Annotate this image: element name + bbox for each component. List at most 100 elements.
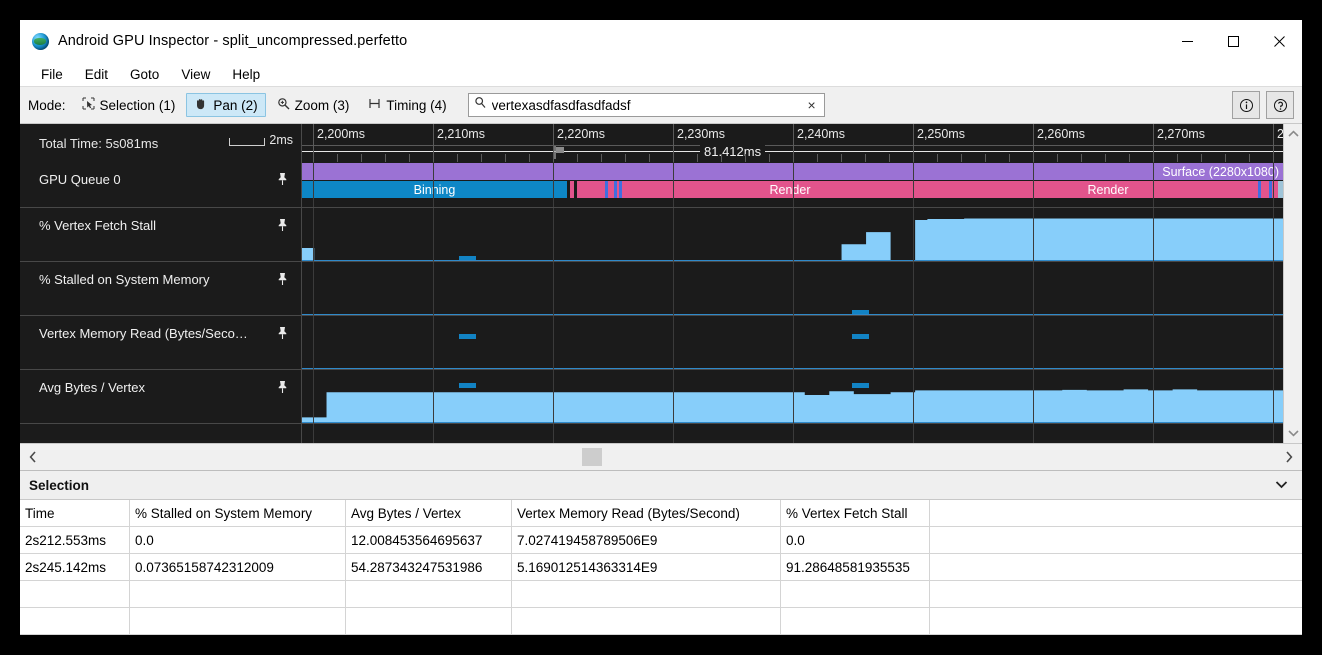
search-clear-icon[interactable]: × <box>807 97 816 113</box>
timeline-horizontal-scrollbar[interactable] <box>20 443 1302 470</box>
selection-header[interactable]: Selection <box>20 471 1302 500</box>
track-canvas-counter[interactable] <box>302 208 1283 261</box>
track-vertex-memory-read[interactable]: Vertex Memory Read (Bytes/Seco… <box>20 316 1283 370</box>
column-header-time[interactable]: Time <box>20 500 130 527</box>
slice-render-sliver[interactable] <box>577 181 605 198</box>
track-list[interactable]: GPU Queue 0 Surface (2280x1080) Binning <box>20 162 1283 443</box>
counter-waveform[interactable] <box>302 370 1283 423</box>
mode-button-zoom[interactable]: Zoom (3) <box>269 93 358 117</box>
slice-render-1[interactable]: Render <box>622 181 958 198</box>
slice-marker[interactable] <box>619 181 622 198</box>
selected-sample-marker[interactable] <box>852 334 869 339</box>
counter-waveform[interactable] <box>302 208 1283 261</box>
slice-render-sliver[interactable] <box>617 181 619 198</box>
counter-baseline <box>302 260 1283 261</box>
chevron-down-icon[interactable] <box>1287 427 1299 439</box>
close-icon[interactable] <box>1256 20 1302 62</box>
menu-item-goto[interactable]: Goto <box>130 66 160 82</box>
column-header-vertex-fetch-stall[interactable]: % Vertex Fetch Stall <box>780 500 930 527</box>
selection-table: Time % Stalled on System Memory Avg Byte… <box>20 500 1302 635</box>
slice-render-sliver[interactable] <box>1261 181 1269 198</box>
menu-item-help[interactable]: Help <box>232 66 261 82</box>
chevron-down-icon[interactable] <box>1275 476 1288 494</box>
slice-marker[interactable] <box>605 181 608 198</box>
track-header[interactable]: Vertex Memory Read (Bytes/Seco… <box>20 316 302 369</box>
table-cell: 7.027419458789506E9 <box>511 526 781 554</box>
track-header[interactable]: Avg Bytes / Vertex <box>20 370 302 423</box>
selected-sample-marker[interactable] <box>852 310 869 315</box>
mode-button-pan[interactable]: Pan (2) <box>186 93 266 117</box>
track-canvas-slices[interactable]: Surface (2280x1080) Binning Render <box>302 162 1283 207</box>
table-row[interactable] <box>20 580 1302 608</box>
slice-render-sliver[interactable] <box>570 181 574 198</box>
ruler-minor-tick <box>601 154 602 162</box>
minimize-icon[interactable] <box>1164 20 1210 62</box>
slice-marker[interactable] <box>1269 181 1272 198</box>
menu-item-edit[interactable]: Edit <box>84 66 109 82</box>
selected-sample-marker[interactable] <box>459 383 476 388</box>
track-avg-bytes-vertex[interactable]: Avg Bytes / Vertex <box>20 370 1283 424</box>
search-input[interactable]: vertexasdfasdfasdfadsf × <box>467 93 825 117</box>
menu-item-view[interactable]: View <box>181 66 211 82</box>
column-header-stalled-memory[interactable]: % Stalled on System Memory <box>129 500 346 527</box>
slice-render-2[interactable]: Render <box>958 181 1258 198</box>
timeline-vertical-scrollbar[interactable] <box>1283 124 1302 443</box>
chevron-right-icon[interactable] <box>1276 444 1302 470</box>
pin-icon[interactable] <box>277 380 288 399</box>
pin-icon[interactable] <box>277 326 288 345</box>
slice-surface[interactable]: Surface (2280x1080) <box>302 163 1283 180</box>
table-row[interactable] <box>20 607 1302 635</box>
maximize-icon[interactable] <box>1210 20 1256 62</box>
track-gpu-queue-0[interactable]: GPU Queue 0 Surface (2280x1080) Binning <box>20 162 1283 208</box>
pin-icon[interactable] <box>277 272 288 291</box>
grid-line <box>673 370 674 423</box>
timeline-viewport[interactable]: Total Time: 5s081ms 2ms 81.412ms <box>20 124 1283 443</box>
track-vertex-fetch-stall[interactable]: % Vertex Fetch Stall <box>20 208 1283 262</box>
selected-sample-marker[interactable] <box>852 383 869 388</box>
grid-line <box>1153 370 1154 423</box>
mode-button-timing[interactable]: Timing (4) <box>360 93 454 117</box>
chevron-up-icon[interactable] <box>1287 128 1299 140</box>
selected-sample-marker[interactable] <box>459 334 476 339</box>
slice-marker[interactable] <box>1258 181 1261 198</box>
info-icon[interactable] <box>1232 91 1260 119</box>
grid-line <box>1033 208 1034 261</box>
slice-marker[interactable] <box>614 181 617 198</box>
slice-tail[interactable] <box>1278 181 1283 198</box>
slice-render-sliver[interactable] <box>608 181 614 198</box>
grid-line <box>1273 262 1274 315</box>
time-ruler[interactable]: Total Time: 5s081ms 2ms 81.412ms <box>20 124 1283 163</box>
scrollbar-track[interactable] <box>46 444 1276 470</box>
pin-icon[interactable] <box>277 172 288 191</box>
pin-icon[interactable] <box>277 218 288 237</box>
grid-line <box>1033 424 1034 443</box>
table-cell <box>345 607 512 635</box>
track-canvas-counter[interactable] <box>302 370 1283 423</box>
menu-item-file[interactable]: File <box>41 66 63 82</box>
track-stalled-system-memory[interactable]: % Stalled on System Memory <box>20 262 1283 316</box>
track-canvas-counter[interactable] <box>302 316 1283 369</box>
track-header[interactable]: % Vertex Fetch Stall <box>20 208 302 261</box>
track-header[interactable]: GPU Queue 0 <box>20 162 302 207</box>
grid-line <box>553 424 554 443</box>
flag-marker-icon[interactable] <box>554 146 565 159</box>
scale-label: 2ms <box>269 133 293 147</box>
track-header[interactable]: % Stalled on System Memory <box>20 262 302 315</box>
menu-bar: File Edit Goto View Help <box>20 62 1302 86</box>
column-header-avg-bytes[interactable]: Avg Bytes / Vertex <box>345 500 512 527</box>
grid-line <box>793 424 794 443</box>
column-header-vertex-memory-read[interactable]: Vertex Memory Read (Bytes/Second) <box>511 500 781 527</box>
track-canvas-counter[interactable] <box>302 262 1283 315</box>
selected-sample-marker[interactable] <box>459 256 476 261</box>
chevron-left-icon[interactable] <box>20 444 46 470</box>
slice-binning[interactable]: Binning <box>302 181 567 198</box>
ruler-major-tick <box>553 124 554 162</box>
help-icon[interactable] <box>1266 91 1294 119</box>
mode-button-selection[interactable]: Selection (1) <box>74 93 184 117</box>
grid-line <box>433 208 434 261</box>
slice-render-sliver[interactable] <box>1272 181 1278 198</box>
scrollbar-thumb[interactable] <box>582 448 602 466</box>
